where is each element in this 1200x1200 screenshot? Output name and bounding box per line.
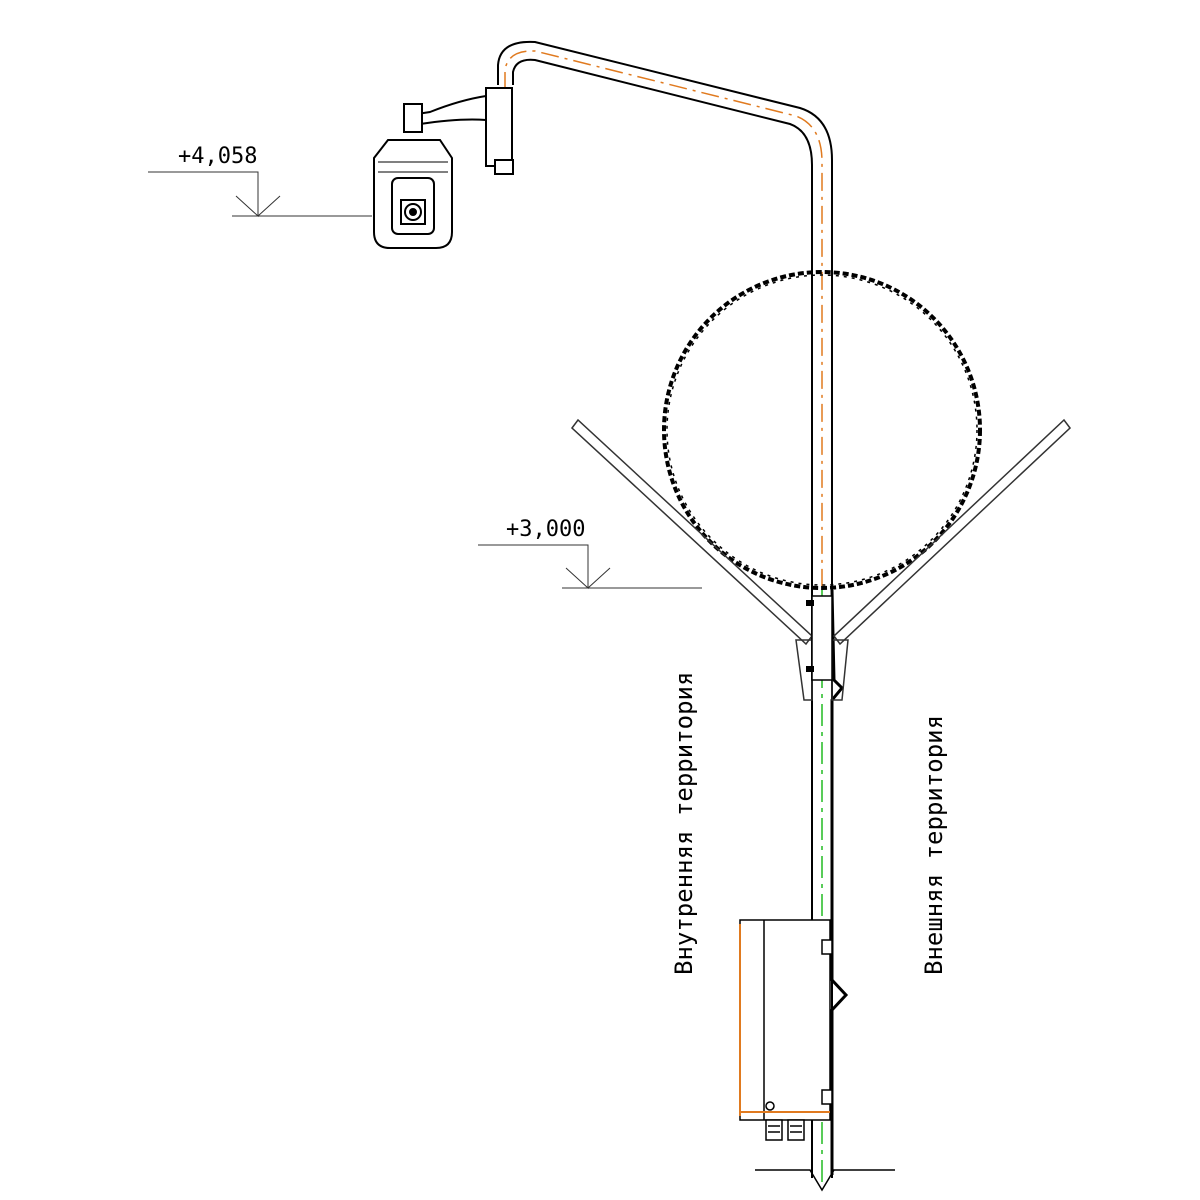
ptz-camera [373,87,514,249]
fence-mesh [830,589,849,1175]
pole-axis [504,50,823,590]
elevation-mark-camera [148,171,372,218]
elevation-mark-barrier [478,544,702,590]
junction-box [739,919,833,1141]
barrier-arm-left [570,418,814,646]
inner-territory-label: Внутренняя территория [670,672,698,975]
camera-arm [403,95,487,125]
outer-territory-label: Внешняя территория [920,715,948,975]
cable-gland-2 [787,1119,805,1141]
cable-gland-1 [765,1119,783,1141]
barrier-bracket-left [795,639,813,701]
elevation-label-barrier: +3,000 [506,517,585,542]
pole-arm-inner [512,58,813,580]
camera-arm-joint [403,103,423,133]
pole-clamp [811,595,833,681]
pole-arm-outer [497,40,833,580]
mount-plate [494,159,514,175]
barbed-wire-coil [662,270,982,590]
mount-bracket [485,87,513,167]
elevation-label-camera: +4,058 [178,144,257,169]
ground-line [755,1169,895,1192]
barrier-arm-right [832,418,1072,646]
junction-box-body [739,919,831,1121]
